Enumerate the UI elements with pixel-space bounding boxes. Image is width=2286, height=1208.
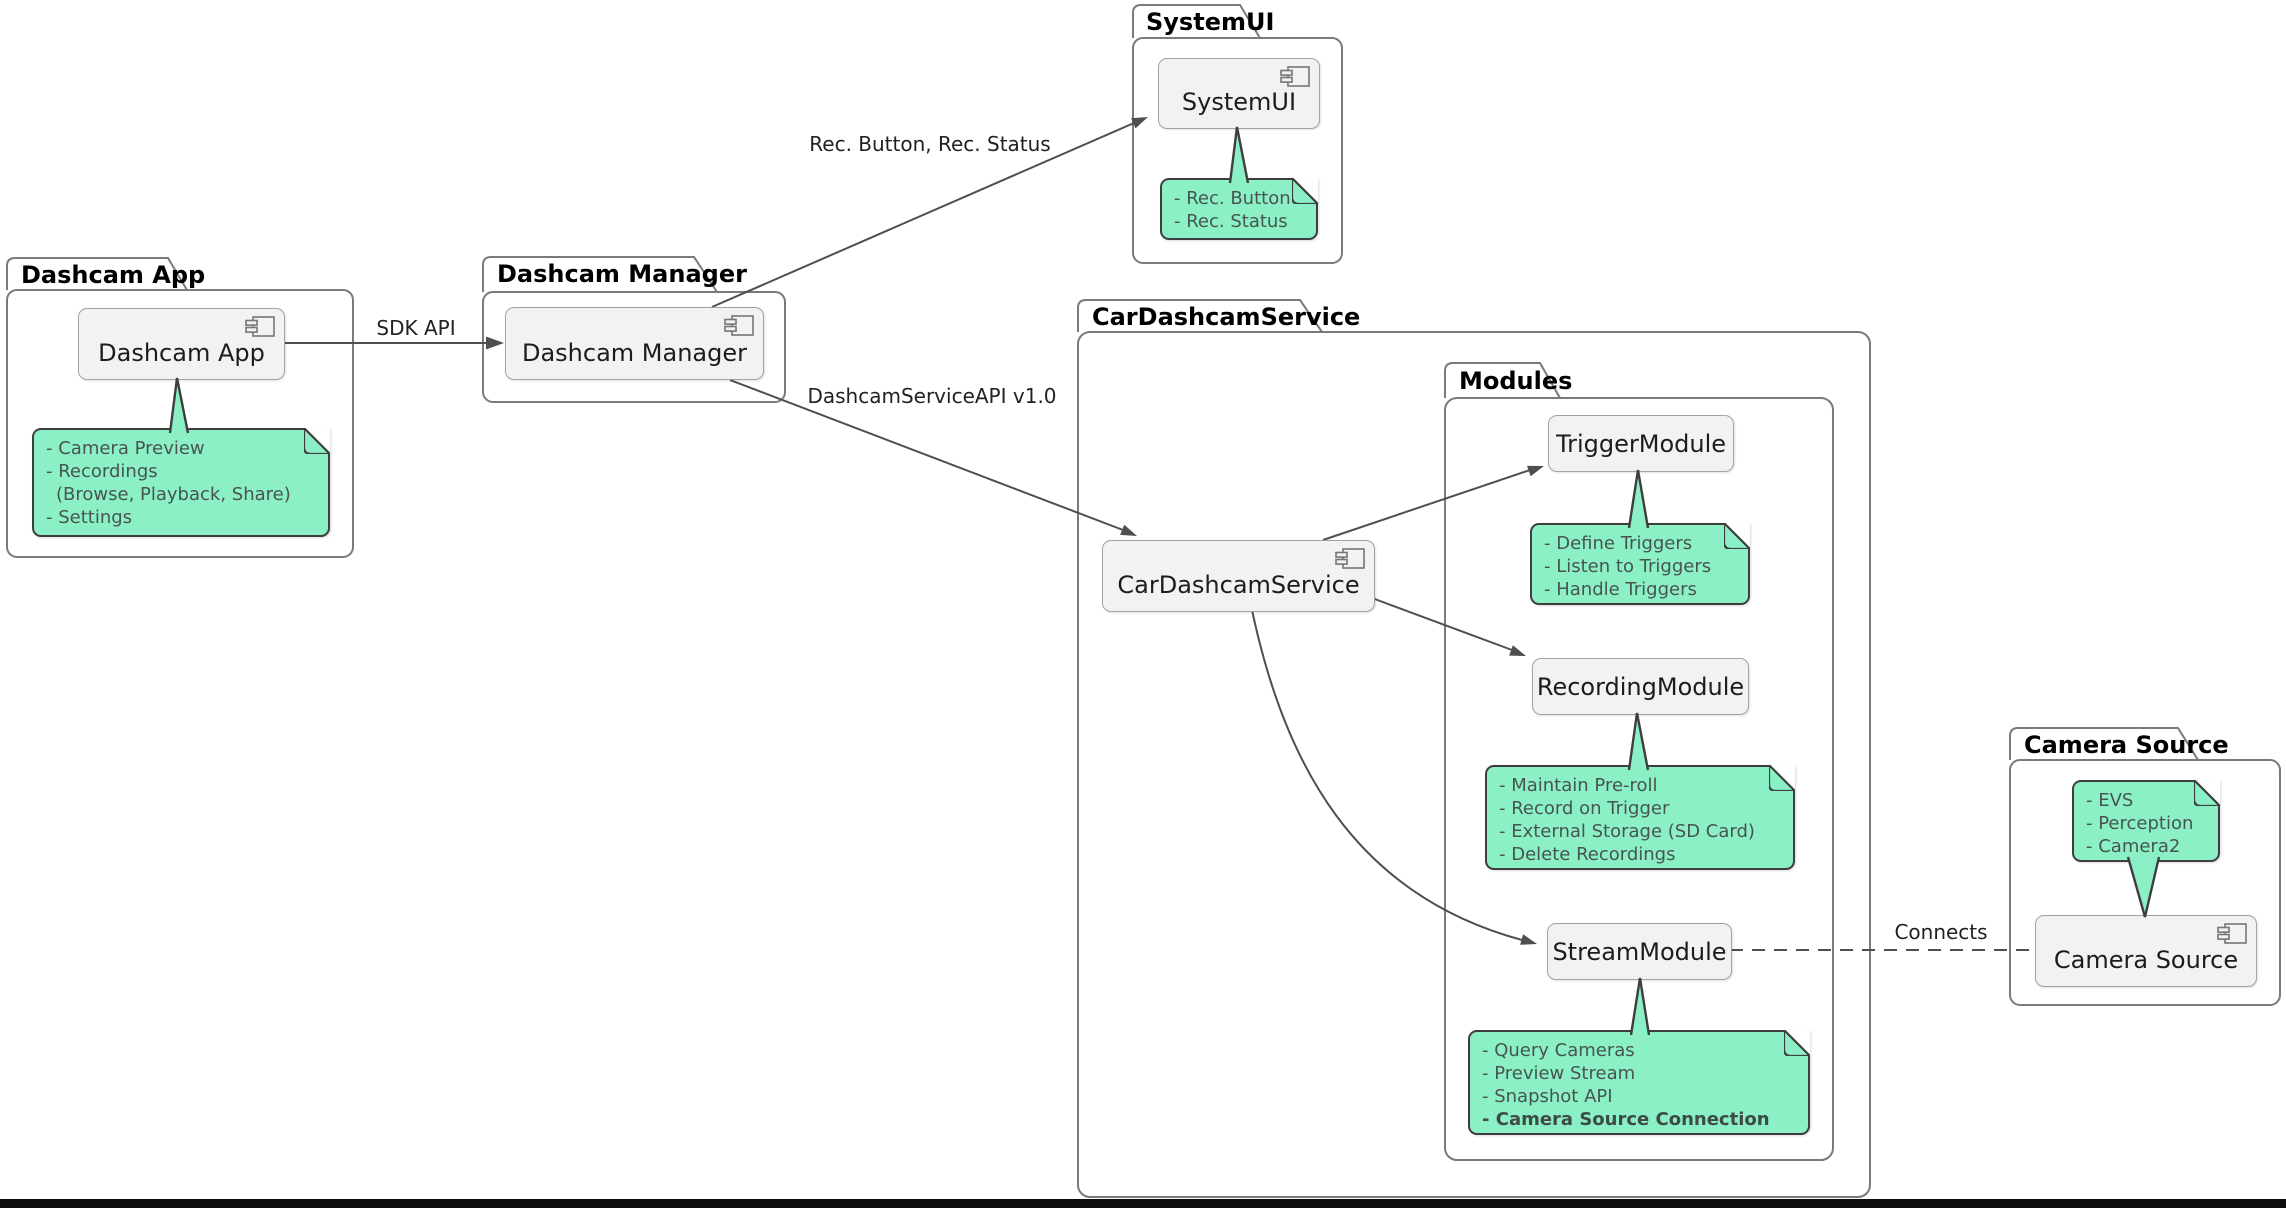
component-icon <box>1335 548 1365 569</box>
component-label: TriggerModule <box>1555 429 1727 458</box>
package-title-dashcam-manager: Dashcam Manager <box>497 260 747 288</box>
component-icon <box>245 316 275 337</box>
package-title-modules: Modules <box>1459 367 1573 395</box>
component-label: Camera Source <box>2053 946 2239 974</box>
note-line: - External Storage (SD Card) <box>1499 821 1755 842</box>
note-line: - Handle Triggers <box>1544 579 1697 600</box>
note-line: - Delete Recordings <box>1499 844 1676 865</box>
edge-label-connects: Connects <box>1894 920 1988 944</box>
arrowhead-trigger-module <box>1527 465 1544 477</box>
note-line: - Settings <box>46 507 133 528</box>
note-fold-icon <box>1724 522 1751 549</box>
component-dashcam-manager: Dashcam Manager <box>505 307 764 380</box>
component-systemui: SystemUI <box>1158 58 1320 129</box>
edge-label-rec-button-status: Rec. Button, Rec. Status <box>809 132 1051 156</box>
note-line: - Camera2 <box>2086 836 2181 857</box>
note-pointer-dashcam-app <box>170 378 188 433</box>
note-pointer-trigger-module <box>1629 470 1648 528</box>
note-line: - Rec. Status <box>1174 211 1288 232</box>
component-stream-module: StreamModule <box>1547 923 1732 980</box>
note-fold-icon <box>1784 1029 1811 1056</box>
edge-label-sdk-api: SDK API <box>376 316 456 340</box>
component-icon <box>1280 66 1310 87</box>
package-title-camera-source: Camera Source <box>2024 731 2229 759</box>
package-title-car-dashcam-service: CarDashcamService <box>1092 303 1361 331</box>
note-pointer-camera-source <box>2128 857 2159 917</box>
note-stream-module: - Query Cameras - Preview Stream - Snaps… <box>1468 1029 1811 1135</box>
component-label: StreamModule <box>1552 937 1727 966</box>
component-car-dashcam-service: CarDashcamService <box>1102 540 1375 612</box>
arrowhead-recording-module <box>1509 645 1526 656</box>
note-fold-icon <box>1292 177 1319 204</box>
note-camera-source: - EVS - Perception - Camera2 <box>2072 779 2221 862</box>
note-line: - Record on Trigger <box>1499 798 1670 819</box>
component-label: CarDashcamService <box>1117 571 1360 599</box>
edge-to-trigger-module <box>1322 469 1531 541</box>
component-recording-module: RecordingModule <box>1532 658 1749 715</box>
note-fold-icon <box>2194 779 2221 806</box>
note-line: - EVS <box>2086 790 2134 811</box>
note-line: (Browse, Playback, Share) <box>56 484 291 505</box>
component-dashcam-app: Dashcam App <box>78 308 285 380</box>
note-line: - Perception <box>2086 813 2194 834</box>
arrowhead-dashcam-service-api <box>1120 524 1137 536</box>
note-line: - Preview Stream <box>1482 1063 1636 1084</box>
note-line: - Camera Preview <box>46 438 205 459</box>
note-line: - Maintain Pre-roll <box>1499 775 1658 796</box>
note-recording-module: - Maintain Pre-roll - Record on Trigger … <box>1485 764 1796 870</box>
note-line: - Query Cameras <box>1482 1040 1635 1061</box>
note-pointer-systemui <box>1230 127 1248 183</box>
component-label: SystemUI <box>1181 88 1297 116</box>
note-line: - Recordings <box>46 461 158 482</box>
component-camera-source: Camera Source <box>2035 915 2257 987</box>
component-trigger-module: TriggerModule <box>1548 415 1734 472</box>
note-dashcam-app: - Camera Preview - Recordings (Browse, P… <box>32 427 331 537</box>
note-line: - Camera Source Connection <box>1482 1109 1770 1130</box>
bottom-bar <box>0 1199 2286 1208</box>
component-label: Dashcam App <box>98 339 265 367</box>
component-icon <box>2217 923 2247 944</box>
note-trigger-module: - Define Triggers - Listen to Triggers -… <box>1530 522 1751 605</box>
arrowhead-rec-button-status <box>1131 117 1148 129</box>
package-title-systemui: SystemUI <box>1146 8 1275 36</box>
component-icon <box>724 315 754 336</box>
edge-to-stream-module <box>1251 609 1523 941</box>
note-line: - Define Triggers <box>1544 533 1693 554</box>
edge-label-dashcam-service-api: DashcamServiceAPI v1.0 <box>807 384 1057 408</box>
component-label: RecordingModule <box>1536 672 1745 701</box>
note-pointer-stream-module <box>1631 978 1649 1035</box>
note-pointer-recording-module <box>1629 713 1648 770</box>
note-systemui: - Rec. Button - Rec. Status <box>1160 177 1319 240</box>
edge-to-recording-module <box>1371 597 1513 651</box>
note-line: - Listen to Triggers <box>1544 556 1712 577</box>
package-title-dashcam-app: Dashcam App <box>21 261 206 289</box>
note-line: - Snapshot API <box>1482 1086 1613 1107</box>
component-label: Dashcam Manager <box>521 339 747 367</box>
note-line: - Rec. Button <box>1174 188 1291 209</box>
arrowhead-stream-module <box>1520 934 1537 945</box>
note-fold-icon <box>1769 764 1796 791</box>
note-fold-icon <box>304 427 331 454</box>
arrowhead-sdk-api <box>486 336 504 350</box>
